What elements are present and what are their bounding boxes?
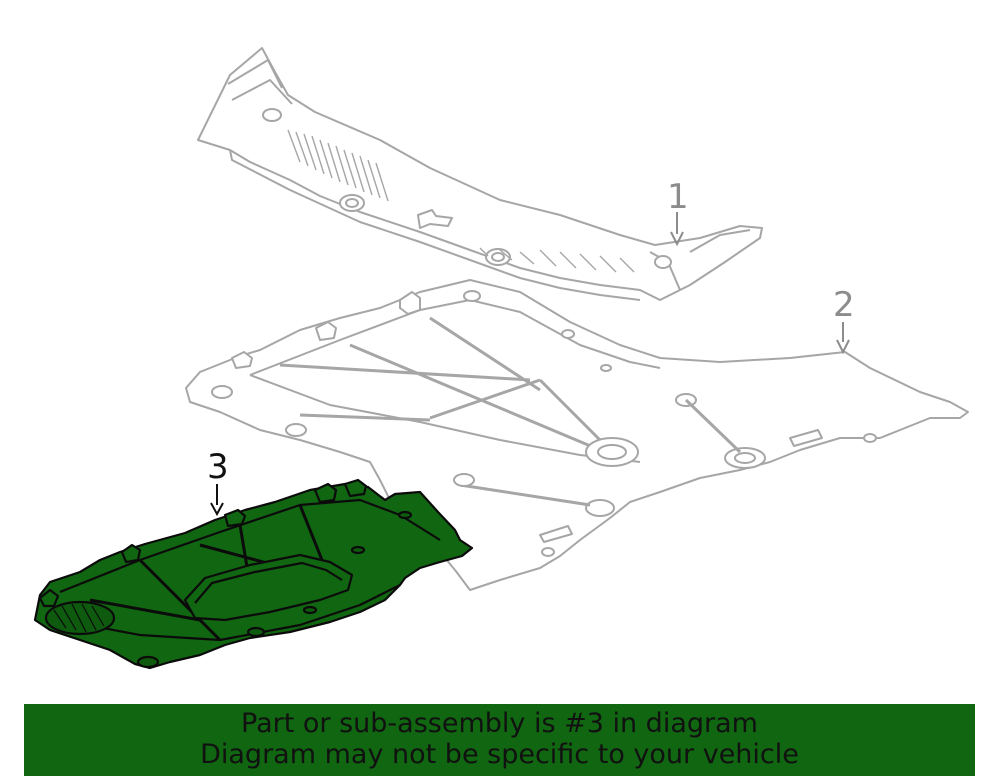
callout-3-label: 3 xyxy=(207,447,229,487)
callout-1-label: 1 xyxy=(667,177,689,217)
parts-diagram: 1 2 3 xyxy=(33,47,969,670)
callout-2: 2 xyxy=(833,285,855,355)
part-3-lower-shield xyxy=(33,478,474,670)
part-2-splash-shield xyxy=(185,279,969,591)
part-info-banner: Part or sub-assembly is #3 in diagram Di… xyxy=(24,704,975,776)
callout-1-arrowhead xyxy=(670,231,684,247)
part-1-cowl-panel xyxy=(197,47,763,301)
callout-2-arrowhead xyxy=(836,339,850,355)
banner-line-part: Part or sub-assembly is #3 in diagram xyxy=(241,708,758,739)
callout-2-label: 2 xyxy=(833,285,855,325)
callout-3: 3 xyxy=(207,447,229,517)
callout-1: 1 xyxy=(667,177,689,247)
banner-line-disclaimer: Diagram may not be specific to your vehi… xyxy=(200,739,799,770)
callout-3-arrowhead xyxy=(210,502,224,517)
